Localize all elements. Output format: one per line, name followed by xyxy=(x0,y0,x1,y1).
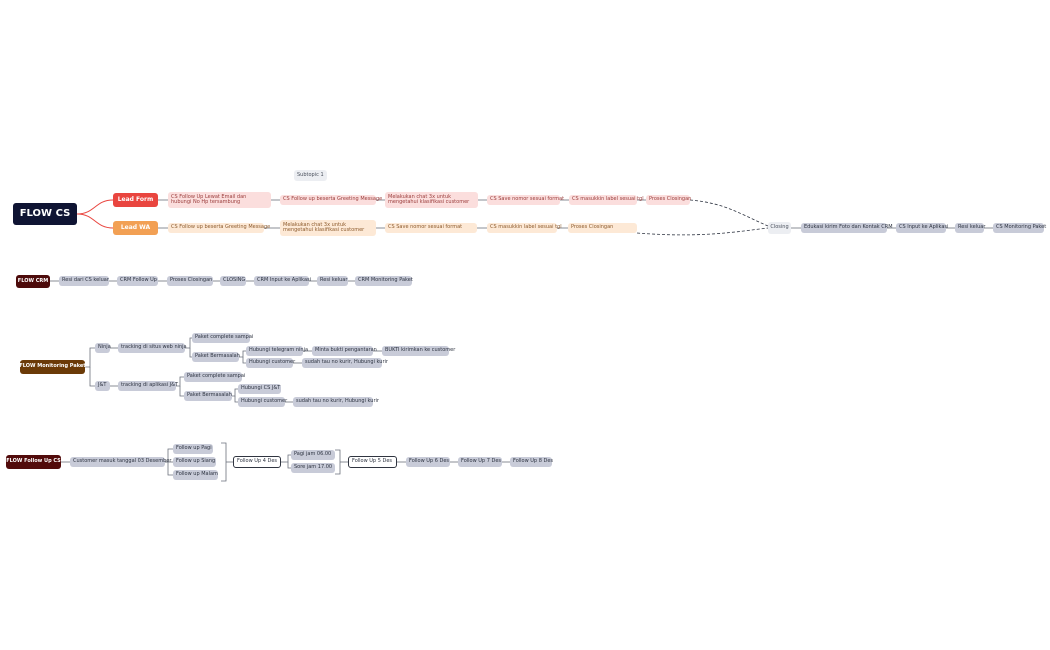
closing-step[interactable]: CS Monitoring Paket xyxy=(993,223,1046,233)
followup-next[interactable]: Follow Up 6 Des xyxy=(406,457,450,467)
lead-form-step[interactable]: Melakukan chat 3x untuk mengetahui klasi… xyxy=(385,192,478,208)
followup-customer[interactable]: Customer masuk tanggal 03 Desember xyxy=(70,457,171,467)
followup-jam[interactable]: Sore jam 17.00 xyxy=(291,463,335,473)
jnt-customer[interactable]: Hubungi customer xyxy=(238,397,287,407)
jnt-sudah-tau[interactable]: sudah tau no kurir, Hubungi kurir xyxy=(293,397,379,407)
lead-form-node[interactable]: Lead Form xyxy=(113,193,158,207)
followup-time[interactable]: Follow up Siang xyxy=(173,457,216,467)
followup-4-des[interactable]: Follow Up 4 Des xyxy=(233,456,281,468)
lead-form-step[interactable]: CS Follow Up Lewat Email dan hubungi No … xyxy=(168,192,271,208)
ninja-telegram[interactable]: Hubungi telegram ninja xyxy=(246,346,308,356)
ninja-node[interactable]: Ninja xyxy=(95,343,111,353)
crm-step[interactable]: CRM Input ke Aplikasi xyxy=(254,276,311,286)
ninja-bermasalah[interactable]: Paket Bermasalah xyxy=(192,352,240,362)
lead-form-step[interactable]: CS Follow up beserta Greeting Message xyxy=(280,195,382,205)
crm-step[interactable]: CRM Follow Up xyxy=(117,276,158,286)
lead-wa-step[interactable]: CS Save nomor sesuai format xyxy=(385,223,477,233)
subtopic-node[interactable]: Subtopic 1 xyxy=(294,170,327,181)
ninja-tracking[interactable]: tracking di situs web ninja xyxy=(118,343,187,353)
ninja-complete[interactable]: Paket complete sampai xyxy=(192,333,253,343)
jnt-complete[interactable]: Paket complete sampai xyxy=(184,372,245,382)
flow-cs-root[interactable]: FLOW CS xyxy=(13,203,77,225)
lead-form-step[interactable]: CS masukkin label sesuai tgl xyxy=(569,195,644,205)
closing-step[interactable]: Edukasi kirim Foto dan Kontak CRM xyxy=(801,223,893,233)
lead-form-step[interactable]: CS Save nomor sesuai format xyxy=(487,195,564,205)
lead-wa-step[interactable]: CS Follow up beserta Greeting Message xyxy=(168,223,270,233)
lead-wa-step[interactable]: Proses Closingan xyxy=(568,223,637,233)
followup-jam[interactable]: Pagi jam 06.00 xyxy=(291,450,335,460)
followup-next[interactable]: Follow Up 8 Des xyxy=(510,457,553,467)
ninja-bukti-kirim[interactable]: BUKTI kirimkan ke customer xyxy=(382,346,455,356)
jnt-tracking[interactable]: tracking di aplikasi J&T xyxy=(118,381,178,391)
closing-step[interactable]: Resi keluar xyxy=(955,223,985,233)
lead-wa-step[interactable]: Melakukan chat 3x untuk mengetahui klasi… xyxy=(280,220,376,236)
ninja-minta-bukti[interactable]: Minta bukti pengantaran xyxy=(312,346,377,356)
closing-step[interactable]: CS Input ke Aplikasi xyxy=(896,223,948,233)
crm-step[interactable]: Resi dari CS keluar xyxy=(59,276,109,286)
crm-step[interactable]: CLOSING xyxy=(220,276,246,286)
jnt-cs[interactable]: Hubungi CS J&T xyxy=(238,384,281,394)
jnt-bermasalah[interactable]: Paket Bermasalah xyxy=(184,391,232,401)
followup-5-des[interactable]: Follow Up 5 Des xyxy=(348,456,397,468)
ninja-customer[interactable]: Hubungi customer xyxy=(246,358,295,368)
followup-time[interactable]: Follow up Pagi xyxy=(173,444,213,454)
crm-step[interactable]: Proses Closingan xyxy=(167,276,213,286)
followup-time[interactable]: Follow up Malam xyxy=(173,470,218,480)
followup-next[interactable]: Follow Up 7 Des xyxy=(458,457,502,467)
flow-crm-root[interactable]: FLOW CRM xyxy=(16,275,50,288)
lead-wa-step[interactable]: CS masukkin label sesuai tgl xyxy=(487,223,562,233)
lead-form-step[interactable]: Proses Closingan xyxy=(646,195,691,205)
ninja-sudah-tau[interactable]: sudah tau no kurir, Hubungi kurir xyxy=(302,358,388,368)
crm-step[interactable]: Resi keluar xyxy=(317,276,348,286)
jnt-node[interactable]: J&T xyxy=(95,381,110,391)
lead-wa-node[interactable]: Lead WA xyxy=(113,221,158,235)
flow-monitoring-root[interactable]: FLOW Monitoring Paket xyxy=(19,360,86,374)
crm-step[interactable]: CRM Monitoring Paket xyxy=(355,276,413,286)
closing-node[interactable]: Closing xyxy=(768,222,791,234)
flow-followup-root[interactable]: FLOW Follow Up CS xyxy=(6,455,61,469)
